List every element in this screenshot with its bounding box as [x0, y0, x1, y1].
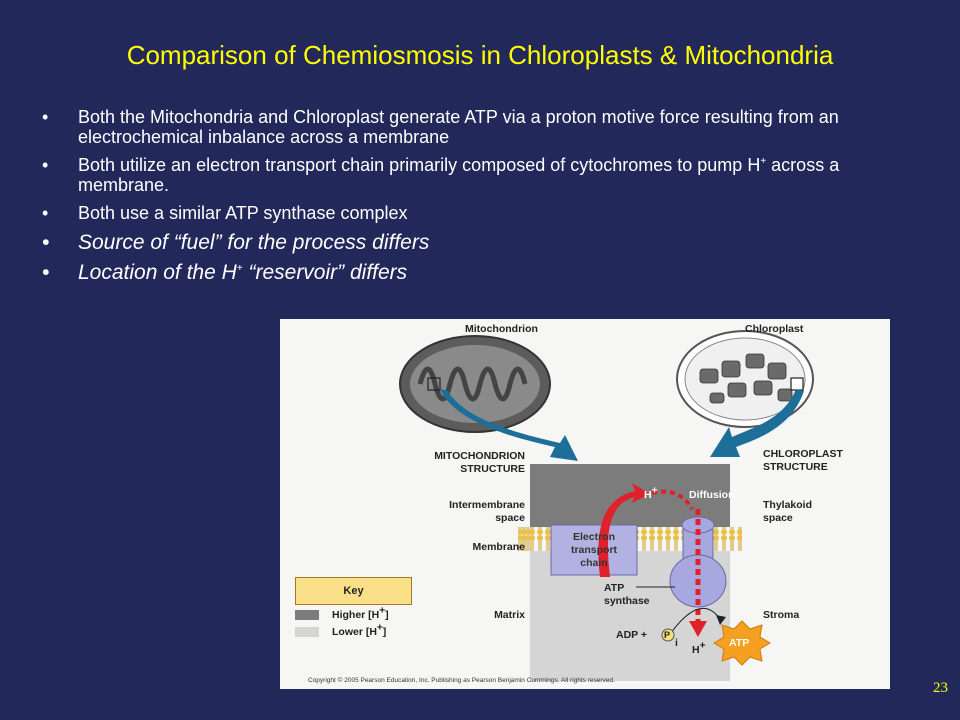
- label-line: ATP: [604, 582, 625, 594]
- bullet-item: Both the Mitochondria and Chloroplast ge…: [40, 107, 920, 147]
- mitochondrion-illustration: [399, 335, 551, 433]
- superscript: +: [376, 622, 383, 634]
- bullet-text: Source of “fuel” for the process differs: [78, 231, 430, 254]
- superscript: +: [760, 156, 767, 167]
- mito-zoom-arrow: [440, 389, 578, 461]
- phosphate-label: P: [664, 630, 671, 640]
- bullet-item: Both utilize an electron transport chain…: [40, 155, 920, 195]
- membrane-fringe-right: [730, 527, 742, 551]
- h-text: H: [692, 644, 700, 656]
- adp-to-atp-arrow: [667, 608, 721, 638]
- label-line: STRUCTURE: [460, 463, 525, 475]
- bullet-item: Source of “fuel” for the process differs: [40, 231, 920, 255]
- mito-structure-label: MITOCHONDRION STRUCTURE: [380, 450, 525, 476]
- diffusion-arc: [651, 489, 694, 511]
- proton-pump-arrow: [598, 483, 650, 577]
- label-line: CHLOROPLAST: [763, 448, 843, 460]
- chloroplast-label: Chloroplast: [745, 323, 804, 335]
- h-top-label: H+: [644, 485, 658, 502]
- chloro-structure-label: CHLOROPLAST STRUCTURE: [763, 448, 843, 474]
- intermembrane-label: Intermembrane space: [380, 499, 525, 525]
- h-bottom-label: H+: [692, 640, 706, 657]
- bullet-text: Both utilize an electron transport chain…: [78, 155, 761, 175]
- phosphate-subscript: i: [675, 637, 678, 649]
- adp-to-atp-arrowhead: [716, 615, 726, 625]
- key-text: ]: [385, 609, 389, 621]
- bullet-text: “reservoir” differs: [248, 261, 408, 284]
- figure-drawing: [295, 330, 814, 681]
- label-line: Thylakoid: [763, 499, 813, 511]
- key-text: ]: [382, 626, 387, 638]
- key-box: Key: [295, 577, 412, 605]
- key-text: Lower [H: [332, 626, 377, 638]
- bullet-list: Both the Mitochondria and Chloroplast ge…: [40, 107, 920, 291]
- slide-title: Comparison of Chemiosmosis in Chloroplas…: [126, 40, 834, 70]
- bullet-text: Both use a similar ATP synthase complex: [78, 203, 408, 223]
- label-line: Intermembrane: [449, 499, 525, 511]
- etc-box: [550, 524, 638, 576]
- label-line: transport: [570, 544, 618, 556]
- lower-h-swatch: [295, 627, 319, 637]
- bullet-text: across a membrane.: [78, 155, 840, 195]
- lower-h-label: Lower [H+]: [332, 622, 387, 639]
- bullet-item: Both use a similar ATP synthase complex: [40, 203, 920, 223]
- label-line: space: [763, 512, 793, 524]
- h-text: H: [644, 489, 652, 501]
- atp-synthase-label: ATP synthase: [604, 582, 650, 608]
- chloro-zoom-arrow: [710, 389, 804, 457]
- page-number: 23: [933, 680, 948, 696]
- bullet-text: Location of the H: [78, 261, 237, 284]
- stroma-label: Stroma: [763, 609, 800, 621]
- copyright-text: Copyright © 2005 Pearson Education, Inc.…: [308, 677, 615, 684]
- bullet-item: Location of the H+ “reservoir” differs: [40, 261, 920, 285]
- key-text: Higher [H: [332, 609, 380, 621]
- label-line: MITOCHONDRION: [434, 450, 525, 462]
- higher-h-label: Higher [H+]: [332, 605, 389, 622]
- label-line: chain: [580, 557, 608, 569]
- bullet-text: Both the Mitochondria and Chloroplast ge…: [78, 107, 839, 147]
- phosphate-circle: [661, 628, 675, 642]
- membrane-fringe-left: [518, 527, 530, 551]
- chemiosmosis-figure: Mitochondrion Chloroplast MITOCHONDRION …: [280, 319, 890, 689]
- diffusion-label: Diffusion: [689, 489, 735, 501]
- thylakoid-label: Thylakoid space: [763, 499, 812, 525]
- superscript: +: [236, 263, 243, 274]
- adp-label: ADP +: [616, 629, 648, 641]
- membrane-label: Membrane: [472, 541, 525, 553]
- atp-label: ATP: [729, 637, 750, 649]
- superscript: +: [651, 485, 658, 497]
- label-line: space: [495, 512, 525, 524]
- atp-burst: [713, 620, 771, 666]
- label-line: STRUCTURE: [763, 461, 828, 473]
- mitochondrion-label: Mitochondrion: [465, 323, 538, 335]
- etc-label: Electron transport chain: [551, 531, 637, 570]
- matrix-label: Matrix: [494, 609, 525, 621]
- label-line: synthase: [604, 595, 650, 607]
- chloroplast-illustration: [676, 330, 814, 428]
- proton-arrowhead: [689, 621, 707, 637]
- label-line: Electron: [572, 531, 615, 543]
- superscript: +: [699, 640, 706, 652]
- higher-h-swatch: [295, 610, 319, 620]
- superscript: +: [379, 605, 386, 617]
